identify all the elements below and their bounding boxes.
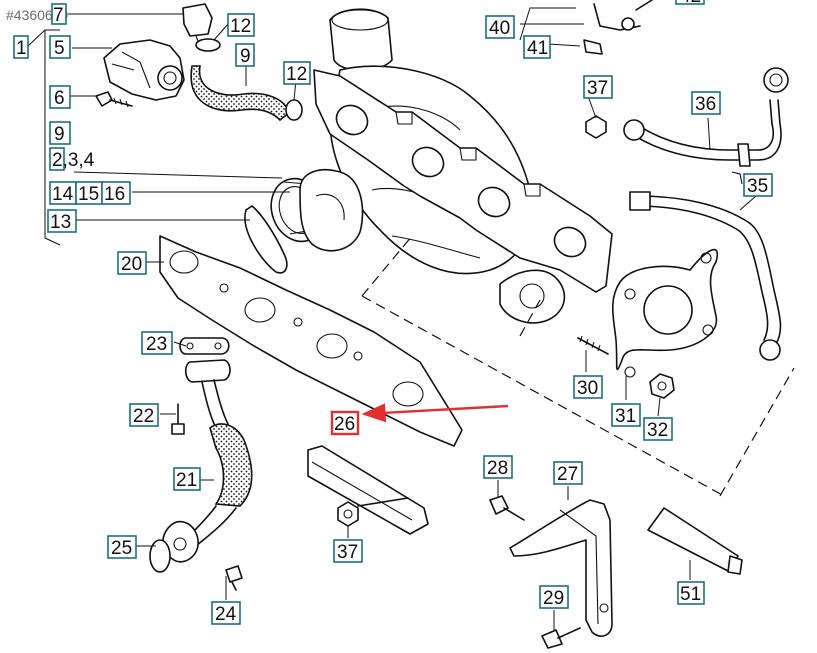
svg-text:9: 9 xyxy=(54,124,65,145)
svg-text:12: 12 xyxy=(286,64,307,85)
svg-text:27: 27 xyxy=(557,464,578,485)
callout-37-top[interactable]: 37 xyxy=(583,75,613,99)
svg-text:22: 22 xyxy=(133,406,154,427)
svg-text:23: 23 xyxy=(146,334,167,355)
highlight-arrow xyxy=(361,403,509,423)
callout-25[interactable]: 25 xyxy=(107,535,137,559)
callout-20[interactable]: 20 xyxy=(117,251,147,275)
callout-9-hose[interactable]: 9 xyxy=(235,43,255,67)
svg-text:9: 9 xyxy=(240,46,251,67)
svg-text:31: 31 xyxy=(615,406,636,427)
callout-7[interactable]: 7 xyxy=(51,3,67,26)
leader-lines xyxy=(68,0,757,630)
svg-text:5: 5 xyxy=(54,38,65,59)
svg-text:35: 35 xyxy=(747,176,768,197)
svg-text:42: 42 xyxy=(680,0,701,7)
svg-text:30: 30 xyxy=(577,378,598,399)
callout-37-bottom[interactable]: 37 xyxy=(333,539,363,563)
callout-5[interactable]: 5 xyxy=(49,35,71,59)
svg-text:32: 32 xyxy=(647,420,668,441)
svg-text:26: 26 xyxy=(334,414,355,435)
svg-text:25: 25 xyxy=(111,538,132,559)
callout-24[interactable]: 24 xyxy=(211,601,241,625)
turbocharger-manifold xyxy=(299,8,795,497)
svg-text:1: 1 xyxy=(16,38,27,59)
svg-text:29: 29 xyxy=(543,588,564,609)
callout-35[interactable]: 35 xyxy=(743,173,773,197)
svg-text:14: 14 xyxy=(52,184,74,205)
callouts: 7 12 9 12 40 41 42 1 5 6 9 2,3,4 14 15 1… xyxy=(13,0,773,625)
svg-text:28: 28 xyxy=(487,458,508,479)
callout-36[interactable]: 36 xyxy=(691,91,721,115)
callout-41[interactable]: 41 xyxy=(523,35,551,59)
callout-30[interactable]: 30 xyxy=(573,375,603,399)
svg-text:16: 16 xyxy=(104,184,125,205)
svg-text:7: 7 xyxy=(53,5,64,26)
callout-9[interactable]: 9 xyxy=(49,121,71,145)
svg-text:41: 41 xyxy=(527,38,548,59)
manifold-gasket xyxy=(159,235,463,447)
svg-text:36: 36 xyxy=(695,94,716,115)
callout-26-highlighted[interactable]: 26 xyxy=(330,410,360,436)
svg-text:51: 51 xyxy=(680,584,701,605)
callout-28[interactable]: 28 xyxy=(483,455,513,479)
callout-6[interactable]: 6 xyxy=(49,85,71,109)
heat-shield xyxy=(307,445,429,535)
svg-text:6: 6 xyxy=(54,88,65,109)
svg-text:2,3,4: 2,3,4 xyxy=(52,150,95,171)
svg-text:20: 20 xyxy=(121,254,142,275)
svg-text:37: 37 xyxy=(587,78,608,99)
svg-text:15: 15 xyxy=(78,184,99,205)
callout-29[interactable]: 29 xyxy=(539,585,569,609)
svg-text:24: 24 xyxy=(215,604,237,625)
support-bracket xyxy=(489,495,743,649)
callout-31[interactable]: 31 xyxy=(611,403,641,427)
callout-2-3-4[interactable]: 2,3,4 xyxy=(49,147,95,171)
callout-42[interactable]: 42 xyxy=(675,0,705,7)
svg-text:37: 37 xyxy=(337,542,358,563)
callout-12-clamp[interactable]: 12 xyxy=(283,61,311,85)
callout-15[interactable]: 15 xyxy=(75,181,103,205)
callout-14[interactable]: 14 xyxy=(49,181,77,205)
callout-1[interactable]: 1 xyxy=(13,35,29,59)
callout-12-top[interactable]: 12 xyxy=(227,13,255,37)
callout-16[interactable]: 16 xyxy=(101,181,131,205)
callout-22[interactable]: 22 xyxy=(129,403,159,427)
coolant-lines xyxy=(577,67,789,399)
callout-23[interactable]: 23 xyxy=(141,331,173,355)
callout-51[interactable]: 51 xyxy=(677,581,705,605)
svg-text:13: 13 xyxy=(50,212,71,233)
oil-return-pipe xyxy=(149,337,253,591)
svg-text:21: 21 xyxy=(176,470,197,491)
svg-text:12: 12 xyxy=(230,16,251,37)
callout-21[interactable]: 21 xyxy=(173,467,201,491)
callout-13[interactable]: 13 xyxy=(47,209,77,233)
callout-27[interactable]: 27 xyxy=(553,461,583,485)
svg-text:40: 40 xyxy=(489,18,510,39)
callout-32[interactable]: 32 xyxy=(643,417,673,441)
callout-40[interactable]: 40 xyxy=(485,15,515,39)
